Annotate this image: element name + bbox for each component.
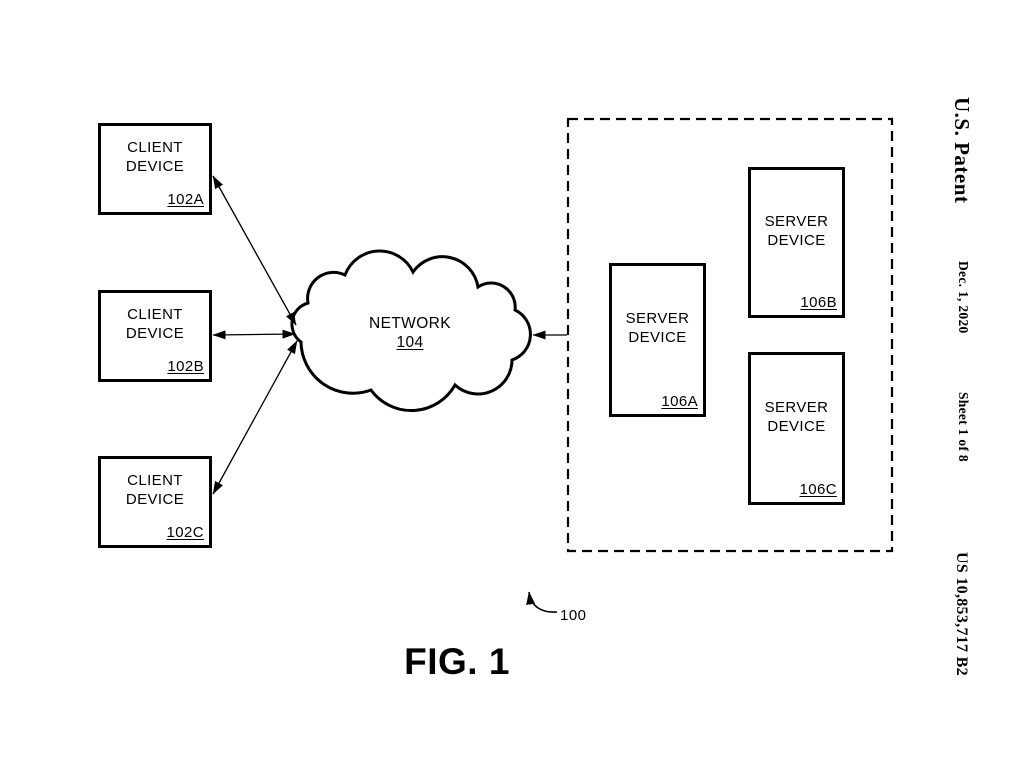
server-device-label: SERVER DEVICE bbox=[625, 310, 690, 346]
client-device-label: CLIENT DEVICE bbox=[125, 472, 185, 508]
client-device-box-102a: CLIENT DEVICE 102A bbox=[98, 123, 212, 215]
arrow-client-a-network bbox=[212, 175, 297, 326]
ref-label-106a: 106A bbox=[661, 393, 698, 411]
ref-label-106c: 106C bbox=[799, 481, 837, 499]
header-patent-number: US 10,853,717 B2 bbox=[953, 552, 970, 676]
figure-caption: FIG. 1 bbox=[404, 641, 510, 682]
ref-label-102a: 102A bbox=[167, 191, 204, 209]
server-group-boundary bbox=[566, 117, 894, 553]
arrow-client-c-network bbox=[212, 340, 298, 495]
network-cloud-shape bbox=[290, 249, 532, 413]
header-date: Dec. 1, 2020 bbox=[956, 261, 971, 334]
server-device-box-106c: SERVER DEVICE 106C bbox=[748, 352, 845, 505]
server-device-box-106b: SERVER DEVICE 106B bbox=[748, 167, 845, 318]
ref-label-106b: 106B bbox=[800, 294, 837, 312]
client-device-box-102c: CLIENT DEVICE 102C bbox=[98, 456, 212, 548]
server-device-label: SERVER DEVICE bbox=[764, 212, 829, 249]
server-device-label: SERVER DEVICE bbox=[764, 398, 829, 435]
header-sheet-number: Sheet 1 of 8 bbox=[956, 392, 971, 462]
client-device-label: CLIENT DEVICE bbox=[125, 306, 185, 342]
server-device-box-106a: SERVER DEVICE 106A bbox=[609, 263, 706, 417]
ref-label-104: 104 bbox=[396, 333, 424, 351]
ref-label-102b: 102B bbox=[167, 358, 204, 376]
network-label-group: NETWORK 104 bbox=[340, 315, 480, 353]
arrow-client-b-network bbox=[212, 329, 296, 340]
client-device-label: CLIENT DEVICE bbox=[125, 139, 185, 175]
header-publication: U.S. Patent bbox=[950, 97, 974, 204]
ref-label-100: 100 bbox=[560, 607, 587, 624]
ref-100-pointer bbox=[526, 591, 558, 613]
ref-label-102c: 102C bbox=[166, 524, 204, 542]
client-device-box-102b: CLIENT DEVICE 102B bbox=[98, 290, 212, 382]
network-label: NETWORK bbox=[368, 315, 452, 332]
